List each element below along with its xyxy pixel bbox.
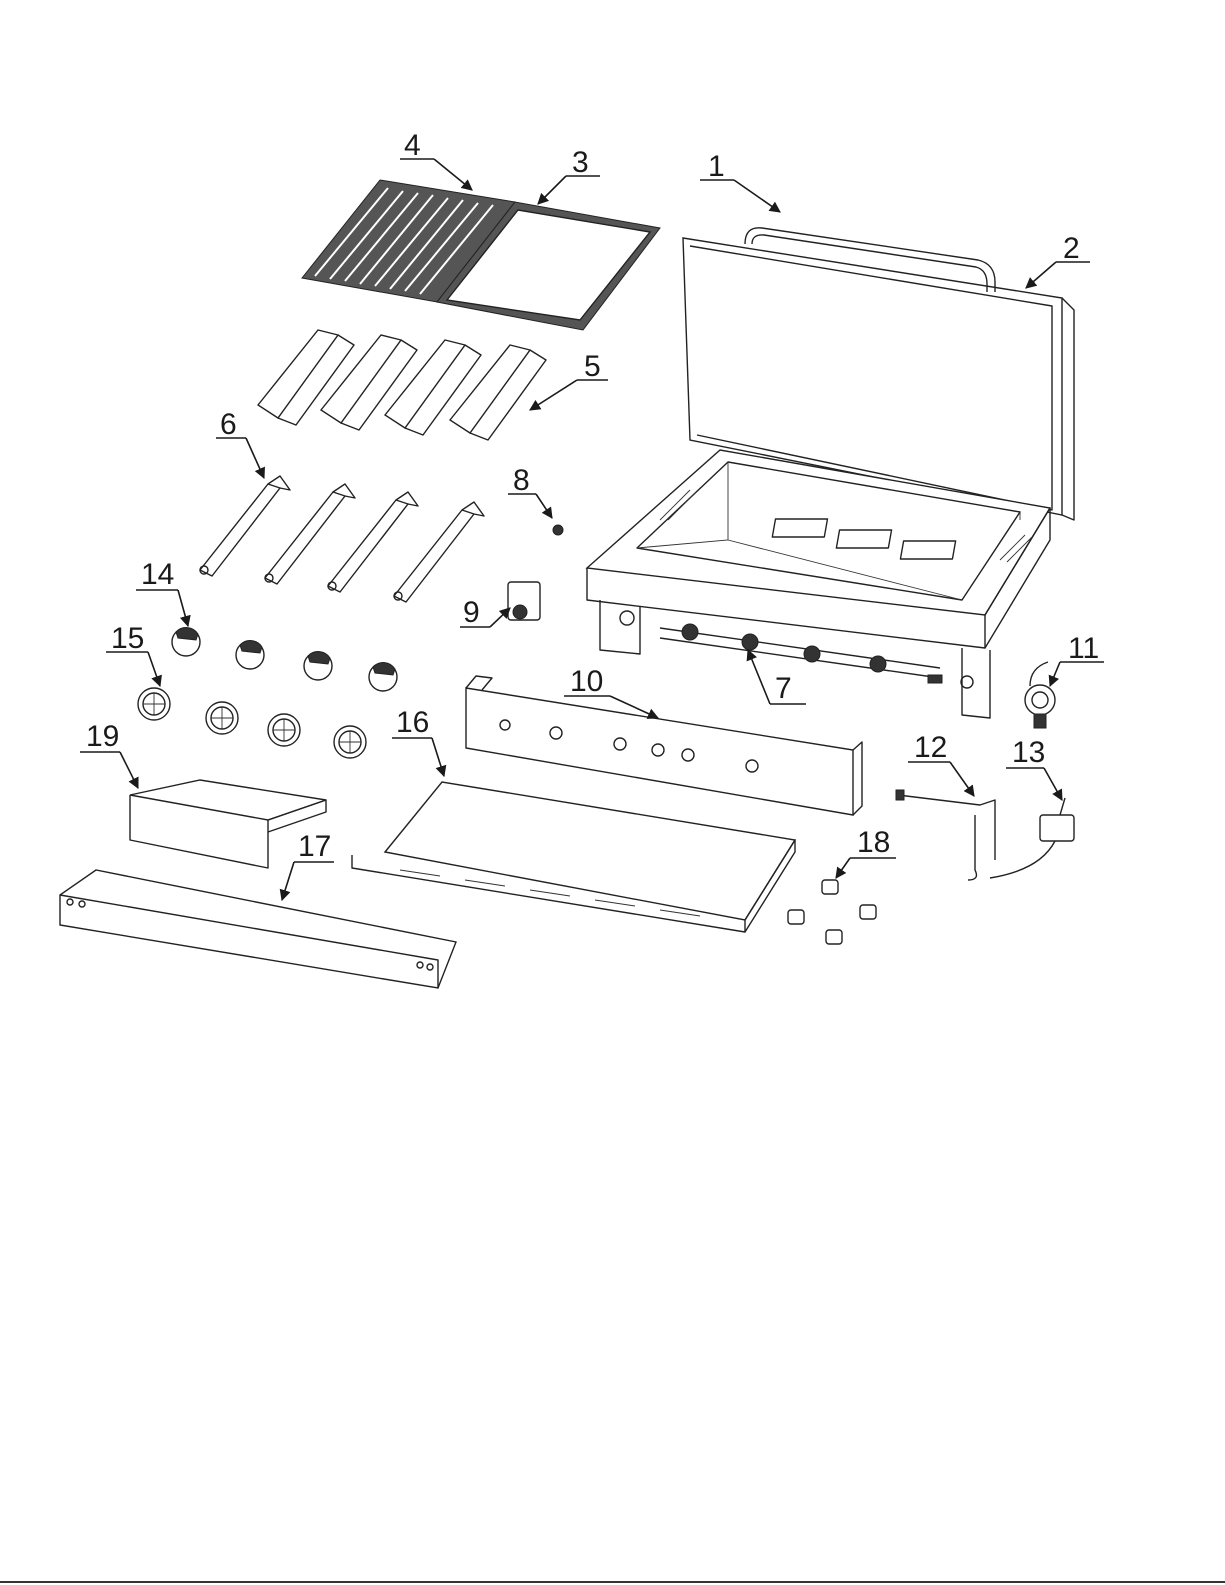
callout-label-3: 3	[572, 146, 589, 179]
callout-12: 12	[908, 731, 974, 796]
callout-16: 16	[392, 706, 444, 776]
callout-label-11: 11	[1068, 632, 1099, 665]
callout-label-6: 6	[220, 408, 237, 441]
ignition-electrode	[553, 525, 563, 535]
rear-bracket	[60, 870, 456, 988]
callout-17: 17	[282, 830, 334, 900]
callout-label-10: 10	[570, 665, 603, 698]
callout-11: 11	[1050, 632, 1104, 686]
callout-5: 5	[530, 350, 608, 410]
grease-tray	[352, 782, 795, 932]
callout-label-13: 13	[1012, 736, 1045, 769]
drip-box	[130, 780, 326, 868]
callout-label-8: 8	[513, 464, 530, 497]
callout-19: 19	[80, 720, 138, 788]
callout-15: 15	[106, 622, 160, 686]
callout-label-18: 18	[857, 826, 890, 859]
callout-label-1: 1	[708, 150, 725, 183]
callout-label-7: 7	[775, 672, 792, 705]
callout-label-2: 2	[1063, 232, 1080, 265]
callout-label-4: 4	[404, 129, 421, 162]
callout-2: 2	[1026, 232, 1090, 288]
callout-label-17: 17	[298, 830, 331, 863]
igniter-module	[508, 582, 540, 620]
callout-1: 1	[700, 150, 780, 212]
heat-plates	[258, 330, 546, 440]
control-bezels	[138, 688, 366, 758]
callout-13: 13	[1006, 736, 1062, 800]
callout-label-15: 15	[111, 622, 144, 655]
burners	[200, 476, 484, 602]
feet	[788, 880, 876, 944]
control-panel	[466, 676, 862, 815]
callout-label-5: 5	[584, 350, 601, 383]
power-adapter	[990, 798, 1074, 878]
callout-label-19: 19	[86, 720, 119, 753]
callout-label-16: 16	[396, 706, 429, 739]
callout-label-12: 12	[914, 731, 947, 764]
callout-14: 14	[136, 558, 188, 626]
callout-label-14: 14	[141, 558, 174, 591]
valve-assembly	[682, 624, 942, 683]
callout-9: 9	[460, 596, 510, 629]
callout-6: 6	[216, 408, 264, 478]
callout-label-9: 9	[463, 596, 480, 629]
control-knobs	[172, 628, 397, 691]
callout-8: 8	[508, 464, 552, 518]
callout-3: 3	[538, 146, 600, 204]
callout-4: 4	[400, 129, 472, 190]
wire-harness	[896, 790, 995, 880]
callout-18: 18	[836, 826, 896, 878]
gas-regulator	[1025, 662, 1055, 728]
